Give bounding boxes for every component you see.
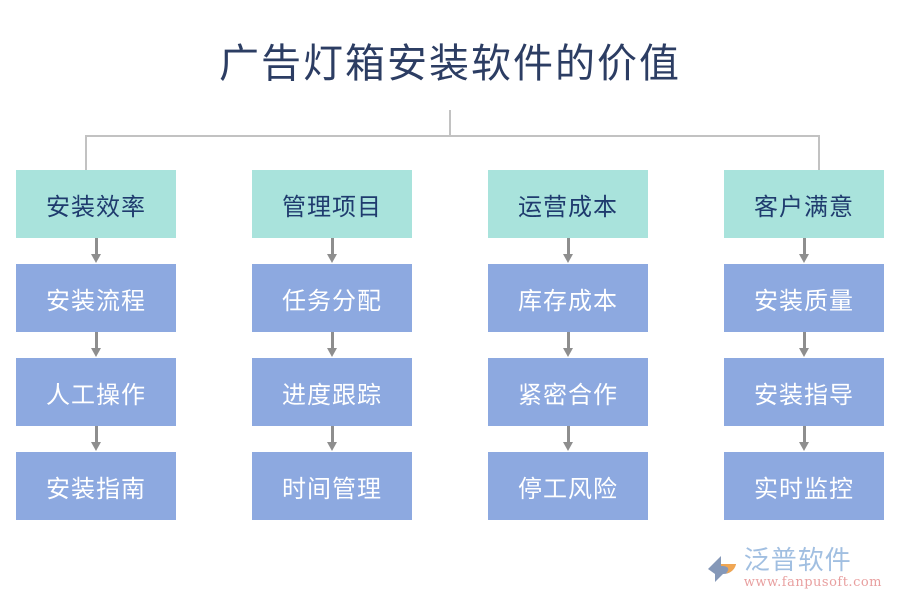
arrow-down-icon	[252, 426, 412, 452]
column-3-item-3[interactable]: 停工风险	[488, 452, 648, 520]
column-2-item-2[interactable]: 进度跟踪	[252, 358, 412, 426]
column-3-header[interactable]: 运营成本	[488, 170, 648, 238]
diagram-title: 广告灯箱安装软件的价值	[219, 41, 681, 87]
arrow-down-icon	[724, 426, 884, 452]
watermark-logo: 泛普软件 www.fanpusoft.com	[706, 547, 882, 590]
column-4-item-2[interactable]: 安装指导	[724, 358, 884, 426]
fanpu-logo-icon	[707, 555, 736, 582]
logo-website-url: www.fanpusoft.com	[743, 575, 882, 590]
columns-container: 安装效率 安装流程 人工操作 安装指南 管理项目 任务分配 进度跟踪 时间管理 …	[0, 170, 900, 520]
arrow-down-icon	[16, 238, 176, 264]
connector-stem	[449, 110, 451, 136]
column-2-item-3[interactable]: 时间管理	[252, 452, 412, 520]
arrow-down-icon	[488, 426, 648, 452]
column-3: 运营成本 库存成本 紧密合作 停工风险	[488, 170, 648, 520]
connector-drop-left	[85, 135, 87, 171]
arrow-down-icon	[488, 332, 648, 358]
arrow-down-icon	[252, 332, 412, 358]
column-4: 客户满意 安装质量 安装指导 实时监控	[724, 170, 884, 520]
column-1-header[interactable]: 安装效率	[16, 170, 176, 238]
arrow-down-icon	[488, 238, 648, 264]
arrow-down-icon	[724, 238, 884, 264]
logo-company-name: 泛普软件	[743, 546, 852, 576]
column-1-item-3[interactable]: 安装指南	[16, 452, 176, 520]
column-3-item-2[interactable]: 紧密合作	[488, 358, 648, 426]
arrow-down-icon	[16, 332, 176, 358]
column-4-item-3[interactable]: 实时监控	[724, 452, 884, 520]
arrow-down-icon	[16, 426, 176, 452]
column-2-item-1[interactable]: 任务分配	[252, 264, 412, 332]
connector-horizontal-bar	[85, 135, 820, 137]
column-1: 安装效率 安装流程 人工操作 安装指南	[16, 170, 176, 520]
column-2-header[interactable]: 管理项目	[252, 170, 412, 238]
arrow-down-icon	[724, 332, 884, 358]
logo-text-block: 泛普软件 www.fanpusoft.com	[744, 547, 882, 590]
connector-drop-right	[818, 135, 820, 171]
column-1-item-1[interactable]: 安装流程	[16, 264, 176, 332]
column-4-header[interactable]: 客户满意	[724, 170, 884, 238]
column-4-item-1[interactable]: 安装质量	[724, 264, 884, 332]
column-2: 管理项目 任务分配 进度跟踪 时间管理	[252, 170, 412, 520]
column-1-item-2[interactable]: 人工操作	[16, 358, 176, 426]
arrow-down-icon	[252, 238, 412, 264]
column-3-item-1[interactable]: 库存成本	[488, 264, 648, 332]
